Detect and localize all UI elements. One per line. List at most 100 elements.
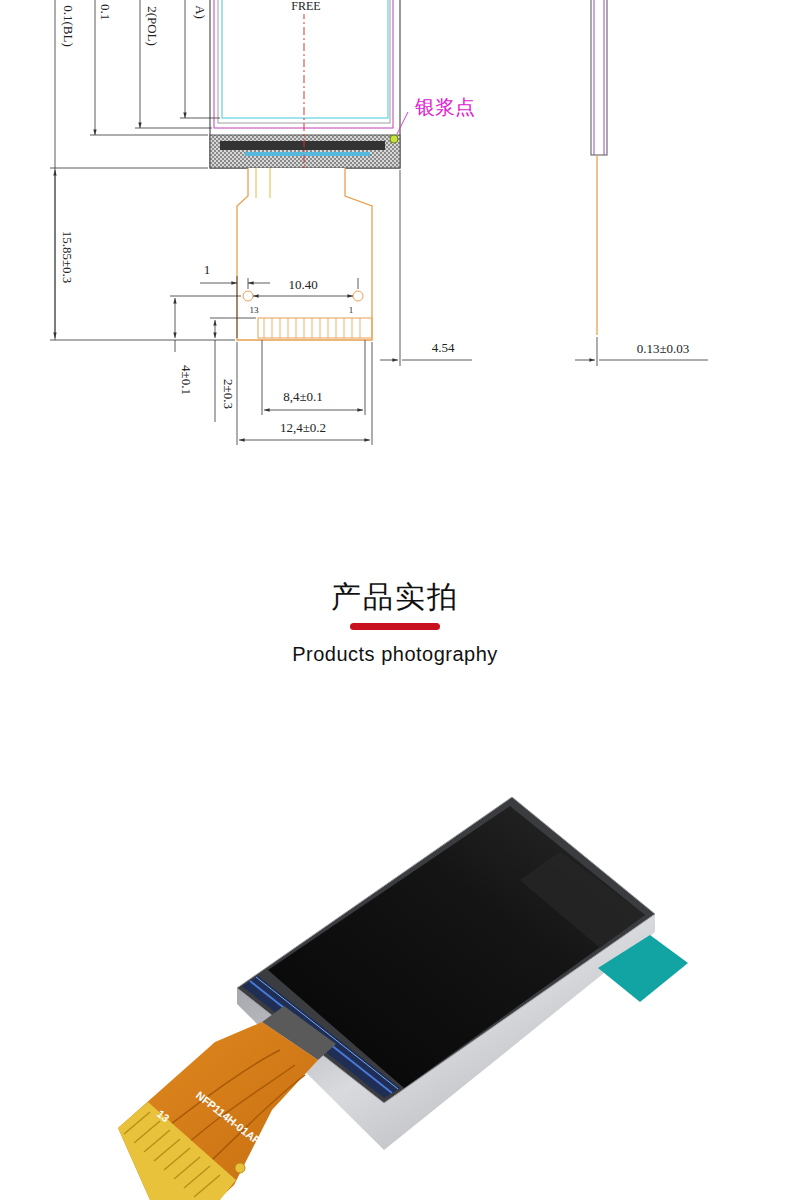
- section-subtitle: Products photography: [292, 643, 498, 666]
- finger-lines: [264, 318, 265, 338]
- dimension-lines: [55, 170, 56, 338]
- dimension-label: 4±0.1: [179, 363, 194, 397]
- finger-lines: [144, 1130, 170, 1152]
- fpc-hole: [353, 291, 363, 301]
- finger-lines: [336, 318, 337, 338]
- dimension-lines: [185, 0, 186, 118]
- finger-lines: [264, 318, 360, 338]
- finger-lines: [328, 318, 329, 338]
- dimension-lines: [237, 276, 238, 338]
- fpc-trace: [270, 168, 271, 198]
- dimension-lines: [180, 118, 220, 119]
- technical-drawing: [50, 0, 708, 445]
- ic-bump: [245, 152, 370, 156]
- dimension-lines: [170, 296, 241, 297]
- dimension-lines: [50, 0, 708, 445]
- fpc-marking: 13: [154, 1107, 171, 1125]
- finger-lines: [164, 1148, 190, 1170]
- finger-lines: [352, 318, 353, 338]
- gold-fingers: [258, 318, 372, 338]
- protective-film: [520, 852, 645, 948]
- dimension-lines: [50, 168, 208, 169]
- dimension-label: 12,4±0.2: [278, 421, 328, 436]
- dimension-lines: [599, 360, 708, 361]
- finger-lines: [304, 318, 305, 338]
- dimension-lines: [253, 296, 353, 297]
- finger-lines: [360, 318, 361, 338]
- dimension-lines: [140, 0, 141, 128]
- dimension-lines: [248, 278, 249, 289]
- dimension-lines: [215, 340, 216, 422]
- dimension-lines: [358, 278, 359, 289]
- dimension-lines: [239, 440, 370, 441]
- panel-outline: [210, 0, 400, 168]
- finger-lines: [124, 1112, 220, 1197]
- dimension-label: 1: [202, 263, 213, 278]
- finger-lines: [320, 318, 321, 338]
- dimension-label: 0.13±0.03: [635, 342, 692, 357]
- dimension-lines: [575, 360, 595, 361]
- fpc: [118, 1022, 318, 1200]
- dimension-lines: [90, 135, 208, 136]
- dimension-lines: [402, 360, 472, 361]
- dimension-label: 8,4±0.1: [281, 390, 325, 405]
- finger-lines: [194, 1175, 220, 1197]
- dimension-label: FREE: [289, 0, 322, 14]
- product-photo: [118, 797, 688, 1200]
- fpc-pad: [235, 1163, 245, 1173]
- dimension-label: 0.1(BL): [61, 3, 76, 49]
- dimension-lines: [135, 128, 212, 129]
- finger-lines: [288, 318, 289, 338]
- film-tab: [598, 935, 688, 1002]
- dimension-label: A): [193, 3, 208, 21]
- finger-lines: [174, 1157, 200, 1179]
- section-heading: 产品实拍: [331, 580, 459, 615]
- dimension-lines: [175, 340, 176, 352]
- finger-lines: [296, 318, 297, 338]
- dimension-label: 13: [248, 305, 261, 315]
- finger-lines: [272, 318, 273, 338]
- dimension-lines: [50, 340, 235, 341]
- dimension-label: 10.40: [286, 278, 319, 293]
- heading-underline: [350, 623, 440, 630]
- driver-ic: [220, 141, 385, 150]
- glass-ledge: [210, 135, 400, 168]
- dimension-label: 2(POL): [145, 4, 160, 48]
- finger-lines: [280, 318, 281, 338]
- finger-lines: [184, 1166, 210, 1188]
- dimension-label: 银浆点: [415, 96, 475, 119]
- dimension-lines: [365, 340, 366, 415]
- dimension-label: 4.54: [430, 341, 457, 356]
- dimension-lines: [400, 170, 401, 366]
- dimension-lines: [210, 318, 256, 319]
- dimension-lines: [237, 342, 238, 445]
- dimension-lines: [380, 360, 398, 361]
- dimension-lines: [264, 410, 363, 411]
- fpc-hole: [243, 291, 253, 301]
- side-fpc: [596, 155, 597, 335]
- finger-lines: [344, 318, 345, 338]
- side-view: [591, 0, 607, 155]
- active-area: [222, 0, 388, 118]
- dimension-lines: [215, 320, 216, 338]
- side-layer: [594, 0, 595, 155]
- side-layer: [604, 0, 605, 155]
- dimension-label: 1: [347, 305, 356, 315]
- dimension-lines: [597, 337, 598, 366]
- dimension-lines: [175, 298, 176, 338]
- finger-lines: [134, 1121, 160, 1143]
- fpc-trace: [256, 168, 257, 198]
- dimension-lines: [95, 0, 96, 135]
- finger-lines: [154, 1139, 180, 1161]
- fpc-marking: NFP114H-01AF: [193, 1089, 262, 1147]
- dimension-label: 2±0.3: [221, 377, 236, 411]
- dimension-lines: [372, 342, 373, 445]
- finger-lines: [124, 1112, 150, 1134]
- leader-line: [397, 112, 408, 134]
- finger-lines: [312, 318, 313, 338]
- dimension-lines: [262, 340, 263, 415]
- silver-paste-dot: [390, 135, 398, 143]
- fpc-outline: [237, 168, 372, 340]
- dimension-lines: [55, 0, 56, 340]
